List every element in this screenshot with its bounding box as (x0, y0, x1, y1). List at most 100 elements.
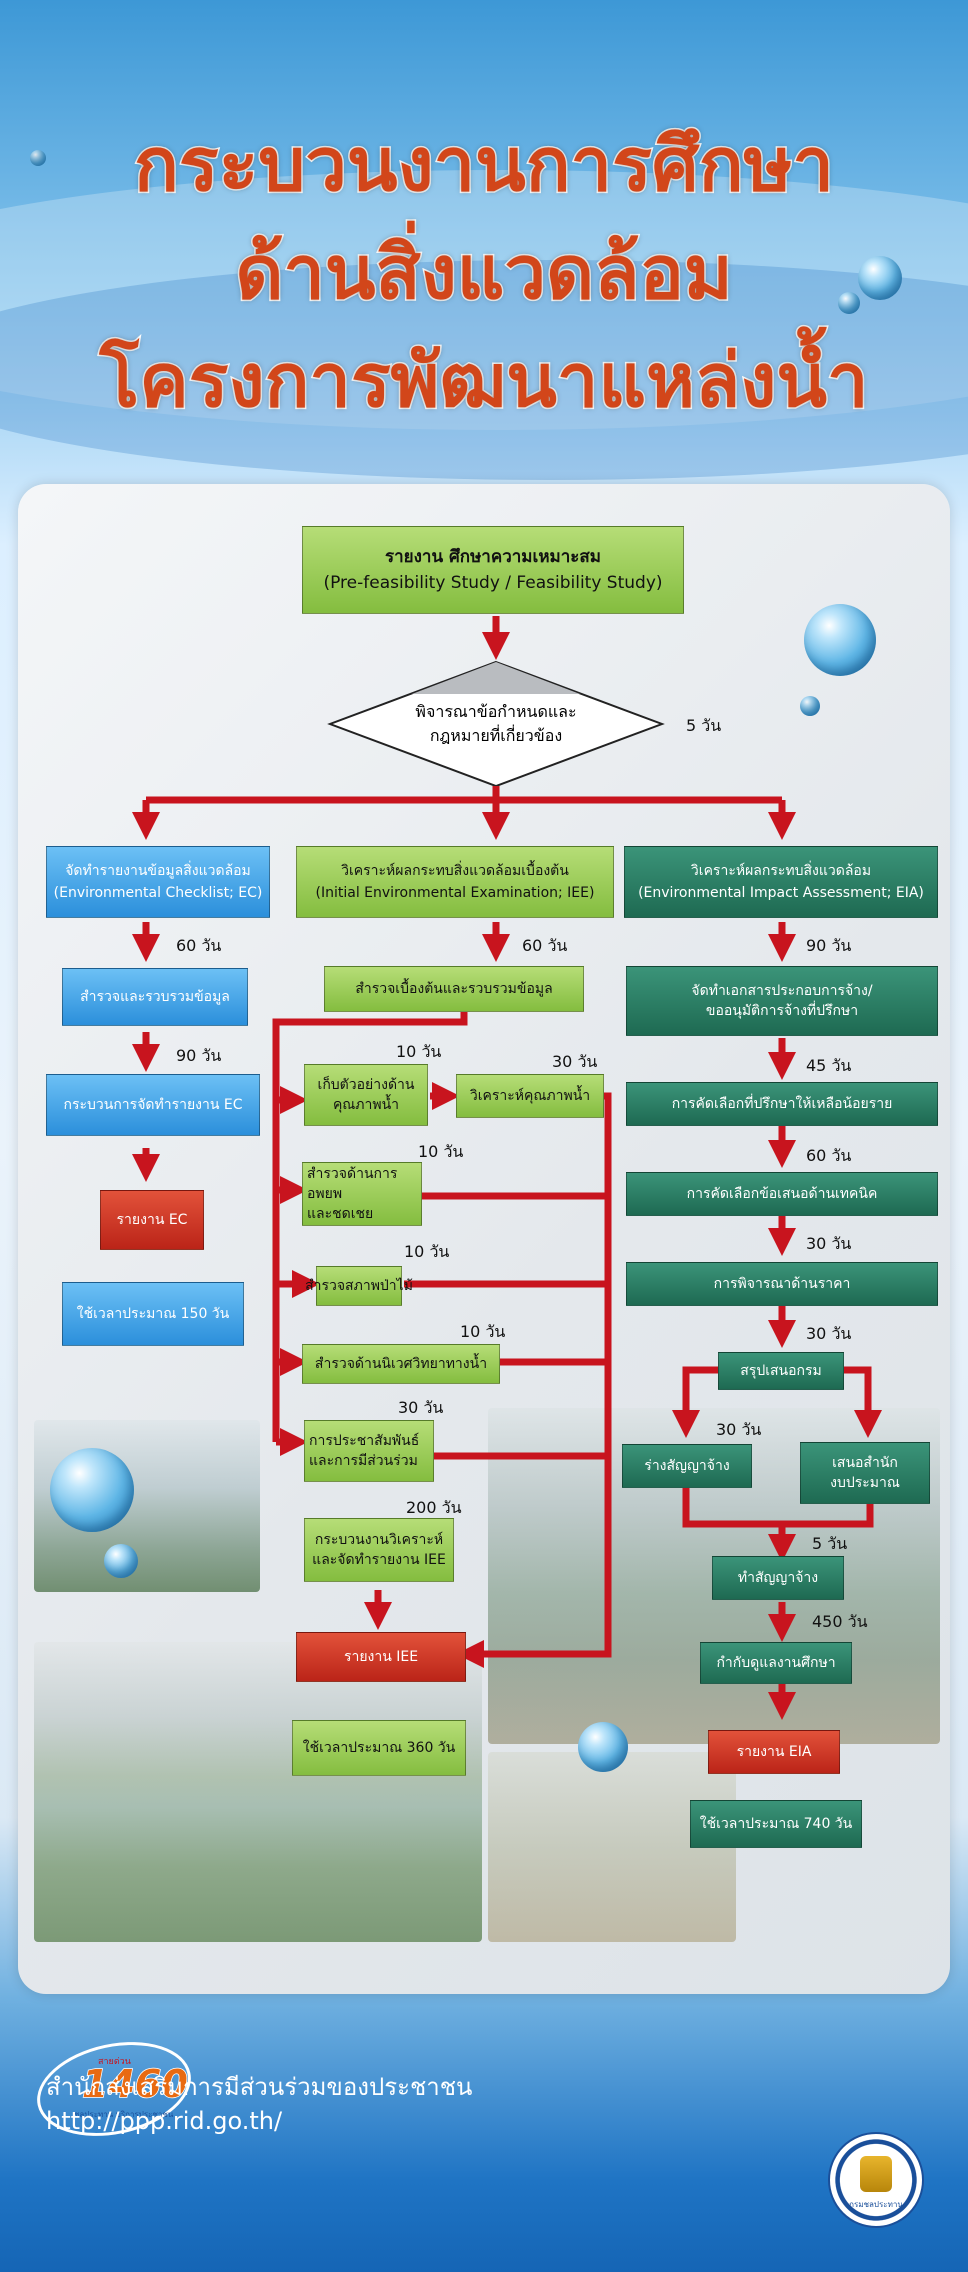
panel-bubble (50, 1448, 134, 1532)
eia-step-price: การพิจารณาด้านราคา (626, 1262, 938, 1306)
iee-step-eco: สำรวจด้านนิเวศวิทยาทางน้ำ (302, 1344, 500, 1384)
iee-report: รายงาน IEE (296, 1632, 466, 1682)
iee-duration-1: 60 วัน (522, 936, 568, 955)
iee-header: วิเคราะห์ผลกระทบสิ่งแวดล้อมเบื้องต้น (In… (296, 846, 614, 918)
iee-step-survey: สำรวจเบื้องต้นและรวบรวมข้อมูล (324, 966, 584, 1012)
decision-line-2: กฎหมายที่เกี่ยวข้อง (429, 726, 563, 745)
eia-step-summary: สรุปเสนอกรม (718, 1352, 844, 1390)
iee-sample-line-1: เก็บตัวอย่างด้าน (317, 1077, 415, 1093)
iee-step-process: กระบวนงานวิเคราะห์ และจัดทำรายงาน IEE (304, 1518, 454, 1582)
eia-total: ใช้เวลาประมาณ 740 วัน (690, 1800, 862, 1848)
eia-split-right (844, 1366, 872, 1420)
feasibility-report-subtitle: (Pre-feasibility Study / Feasibility Stu… (323, 573, 663, 593)
eia-step1-line-1: จัดทำเอกสารประกอบการจ้าง/ (691, 983, 873, 999)
eia-step-shortlist: การคัดเลือกที่ปรึกษาให้เหลือน้อยราย (626, 1082, 938, 1126)
eia-split (682, 1366, 718, 1420)
iee-total: ใช้เวลาประมาณ 360 วัน (292, 1720, 466, 1776)
office-name: สำนักส่งเสริมการมีส่วนร่วมของประชาชน (46, 2073, 473, 2101)
decision-duration: 5 วัน (686, 716, 722, 735)
iee-proc-line-1: กระบวนงานวิเคราะห์ (314, 1532, 444, 1548)
ec-step-survey: สำรวจและรวบรวมข้อมูล (62, 968, 248, 1026)
decision-label: พิจารณาข้อกำหนดและ กฎหมายที่เกี่ยวข้อง (360, 700, 632, 748)
iee-analyze-duration: 30 วัน (552, 1052, 598, 1071)
decision-diamond-shade (412, 662, 580, 694)
eia-duration-3: 60 วัน (806, 1146, 852, 1165)
iee-proc-line-2: และจัดทำรายงาน IEE (312, 1552, 446, 1568)
eia-budget-line-1: เสนอสำนัก (832, 1455, 898, 1471)
iee-eco-duration: 10 วัน (460, 1322, 506, 1341)
seal-emblem (860, 2156, 892, 2192)
iee-fish-line-2: และชดเชย (307, 1206, 374, 1222)
iee-step-forest: สำรวจสภาพป่าไม้ (305, 1266, 413, 1306)
hotline-caption-top: สายด่วน (98, 2057, 131, 2067)
iee-fish-line-1: สำรวจด้านการอพยพ (307, 1166, 398, 1202)
ec-duration-2: 90 วัน (176, 1046, 222, 1065)
iee-pr-line-1: การประชาสัมพันธ์ (309, 1433, 420, 1449)
panel-bubble (104, 1544, 138, 1578)
footer-text: สำนักส่งเสริมการมีส่วนร่วมของประชาชน htt… (46, 2070, 472, 2138)
iee-step-analyze: วิเคราะห์คุณภาพน้ำ (456, 1074, 604, 1118)
eia-duration-5: 30 วัน (806, 1324, 852, 1343)
feasibility-report-box: รายงาน ศึกษาความเหมาะสม (Pre-feasibility… (302, 526, 684, 614)
feasibility-report-title: รายงาน ศึกษาความเหมาะสม (384, 547, 601, 567)
ec-header-subtitle: (Environmental Checklist; EC) (53, 885, 263, 901)
eia-duration-7: 5 วัน (812, 1534, 848, 1553)
iee-forest-duration: 10 วัน (404, 1242, 450, 1261)
panel-bubble (804, 604, 876, 676)
eia-header-title: วิเคราะห์ผลกระทบสิ่งแวดล้อม (690, 863, 872, 879)
title-line-2: ด้านสิ่งแวดล้อม (234, 229, 734, 318)
ec-report: รายงาน EC (100, 1190, 204, 1250)
iee-branch-spine (272, 1008, 468, 1442)
office-url[interactable]: http://ppp.rid.go.th/ (46, 2107, 283, 2135)
iee-header-subtitle: (Initial Environmental Examination; IEE) (315, 885, 595, 901)
hotline-logo: สายด่วน 1460 ชลประทาน บริการประชาชน (28, 2028, 200, 2150)
iee-header-title: วิเคราะห์ผลกระทบสิ่งแวดล้อมเบื้องต้น (341, 863, 569, 879)
eia-header-subtitle: (Environmental Impact Assessment; EIA) (638, 885, 924, 901)
title-line-1: กระบวนงานการศึกษา (133, 121, 836, 210)
iee-step-sample: เก็บตัวอย่างด้าน คุณภาพน้ำ (304, 1064, 428, 1126)
eia-duration-1: 90 วัน (806, 936, 852, 955)
ec-total: ใช้เวลาประมาณ 150 วัน (62, 1282, 244, 1346)
hotline-number: 1460 (81, 2061, 188, 2107)
hotline-caption-bottom: ชลประทาน บริการประชาชน (74, 2110, 174, 2119)
iee-sample-line-2: คุณภาพน้ำ (332, 1097, 400, 1113)
title-line-3: โครงการพัฒนาแหล่งน้ำ (98, 337, 870, 426)
decision-line-1: พิจารณาข้อกำหนดและ (415, 702, 577, 721)
eia-duration-4: 30 วัน (806, 1234, 852, 1253)
eia-report: รายงาน EIA (708, 1730, 840, 1774)
header-swoosh (0, 260, 968, 480)
panel-bubble (578, 1722, 628, 1772)
iee-pr-line-2: และการมีส่วนร่วม (309, 1453, 418, 1469)
iee-sample-duration: 10 วัน (396, 1042, 442, 1061)
iee-step-pr: การประชาสัมพันธ์ และการมีส่วนร่วม (304, 1420, 434, 1482)
header-bubble (30, 150, 46, 166)
iee-proc-duration: 200 วัน (406, 1498, 462, 1517)
eia-step1-line-2: ขออนุมัติการจ้างที่ปรึกษา (705, 1003, 859, 1019)
eia-duration-2: 45 วัน (806, 1056, 852, 1075)
eia-step-draft-contract: ร่างสัญญาจ้าง (622, 1444, 752, 1488)
department-seal: กรมชลประทาน (828, 2132, 924, 2228)
header-bubble (838, 292, 860, 314)
ec-header-title: จัดทำรายงานข้อมูลสิ่งแวดล้อม (65, 863, 251, 879)
eia-step-sign-contract: ทำสัญญาจ้าง (712, 1556, 844, 1600)
eia-step-budget: เสนอสำนัก งบประมาณ (800, 1442, 930, 1504)
ec-step-process: กระบวนการจัดทำรายงาน EC (46, 1074, 260, 1136)
eia-step-technical: การคัดเลือกข้อเสนอด้านเทคนิค (626, 1172, 938, 1216)
iee-fish-duration: 10 วัน (418, 1142, 464, 1161)
panel-bubble (800, 696, 820, 716)
header-swoosh (0, 170, 968, 430)
iee-pr-duration: 30 วัน (398, 1398, 444, 1417)
eia-header: วิเคราะห์ผลกระทบสิ่งแวดล้อม (Environment… (624, 846, 938, 918)
eia-step-documents: จัดทำเอกสารประกอบการจ้าง/ ขออนุมัติการจ้… (626, 966, 938, 1036)
eia-step-supervise: กำกับดูแลงานศึกษา (700, 1642, 852, 1684)
ec-duration-1: 60 วัน (176, 936, 222, 955)
eia-duration-8: 450 วัน (812, 1612, 868, 1631)
landscape-photo (34, 1642, 482, 1942)
eia-budget-line-2: งบประมาณ (830, 1475, 900, 1491)
ec-header: จัดทำรายงานข้อมูลสิ่งแวดล้อม (Environmen… (46, 846, 270, 918)
eia-duration-6: 30 วัน (716, 1420, 762, 1439)
iee-step-fish: สำรวจด้านการอพยพ และชดเชย (302, 1162, 422, 1226)
header-bubble (858, 256, 902, 300)
